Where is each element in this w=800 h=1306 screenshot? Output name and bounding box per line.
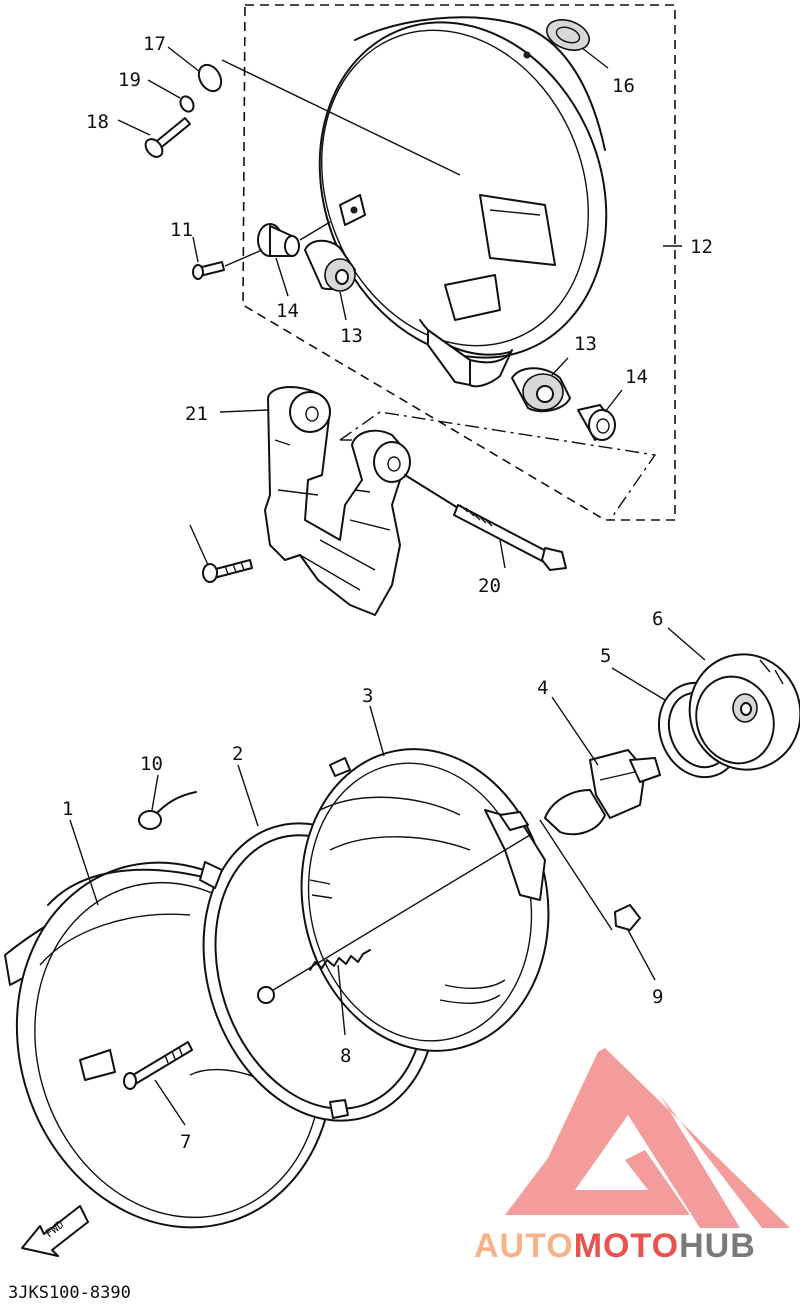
watermark-part-automoto-b: MOTO (574, 1227, 679, 1265)
part-label-13b: 13 (574, 333, 597, 355)
headlight-bracket (264, 386, 411, 616)
headlight-housing (318, 16, 608, 388)
watermark-text: AUTOMOTOHUB (474, 1227, 756, 1265)
part-label-12: 12 (690, 236, 713, 258)
washer (197, 63, 223, 93)
part-label-18: 19 (118, 69, 141, 91)
leader-lines (69, 46, 706, 1126)
lock-washer (179, 95, 195, 113)
nut (539, 819, 641, 931)
part-label-11: 11 (170, 219, 193, 241)
part-label-7: 7 (180, 1131, 191, 1153)
part-label-8: 8 (340, 1045, 351, 1067)
long-bolt (404, 474, 567, 571)
headlight-lens-unit (300, 748, 550, 1052)
collar-right (577, 404, 616, 441)
part-label-2: 2 (232, 743, 243, 765)
collar-left (257, 223, 300, 257)
adjusting-screw (123, 834, 531, 1090)
part-label-1: 1 (62, 798, 73, 820)
part-label-16: 17 (143, 33, 166, 55)
bushing-right (511, 367, 571, 413)
part-label-17: 18 (86, 111, 109, 133)
halogen-bulb (544, 749, 661, 836)
wire-clip (138, 791, 197, 830)
part-label-14a: 14 (276, 300, 299, 322)
part-label-20: 21 (185, 403, 208, 425)
part-label-9: 9 (652, 986, 663, 1008)
rubber-grommet (545, 19, 591, 51)
screw-small (192, 261, 225, 280)
drawing-code: 3JKS100-8390 (8, 1283, 131, 1303)
bushing-left (304, 239, 356, 292)
part-number-labels: 17 19 18 16 12 11 14 13 13 14 21 20 6 5 … (62, 33, 713, 1153)
watermark-part-hub: HUB (679, 1227, 756, 1265)
part-label-4: 4 (537, 677, 548, 699)
part-label-13a: 13 (340, 325, 363, 347)
headlight-housing-assembly-boundary (242, 4, 676, 521)
watermark-part-automoto-a: AUTO (474, 1227, 574, 1265)
part-label-3: 3 (362, 685, 373, 707)
part-label-6: 6 (652, 608, 663, 630)
part-label-5: 5 (600, 645, 611, 667)
socket-cover (688, 653, 800, 771)
part-label-19: 20 (478, 575, 501, 597)
part-label-15: 16 (612, 75, 635, 97)
forward-direction-arrow: FWD (21, 1205, 89, 1257)
part-label-10: 10 (140, 753, 163, 775)
part-label-14b: 14 (625, 366, 648, 388)
adjusting-spring (309, 949, 371, 971)
automotohub-logo: AUTOMOTOHUB (474, 1048, 790, 1265)
bracket-screw (202, 559, 253, 583)
screw (144, 117, 191, 158)
